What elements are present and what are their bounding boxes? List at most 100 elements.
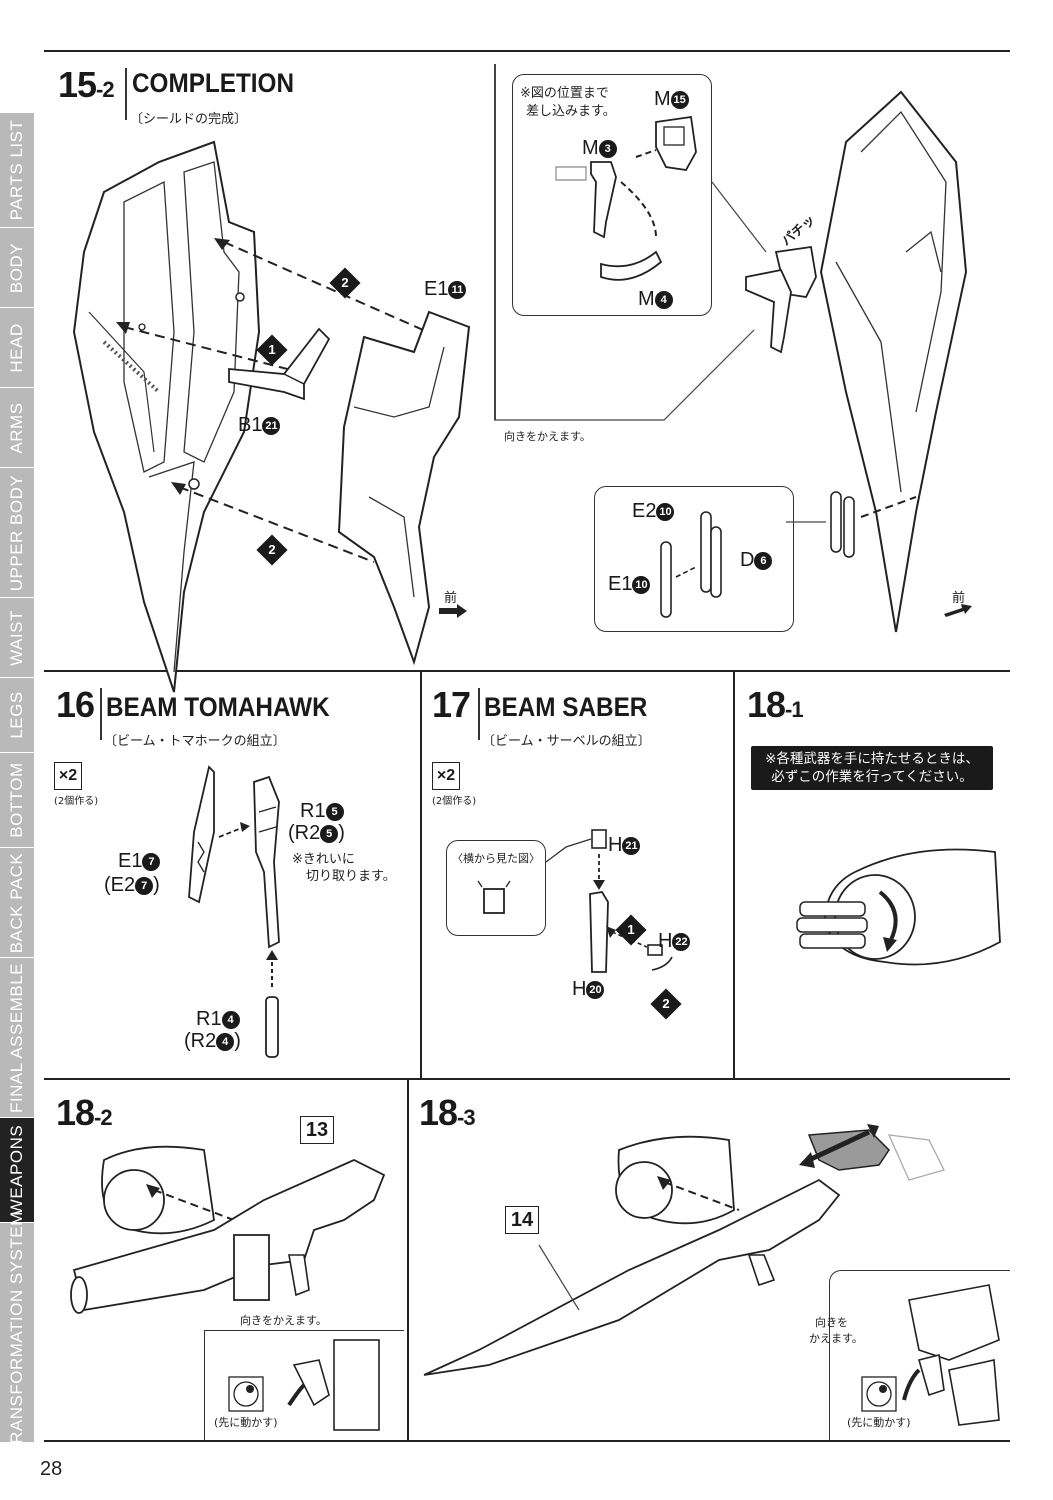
- front-arrow-icon: [439, 604, 467, 618]
- tomahawk-illustration: [188, 765, 280, 1058]
- tab-waist[interactable]: WAIST: [0, 598, 34, 678]
- inset-callout-line: [545, 838, 592, 863]
- turn-note-line1: 向きを: [815, 1316, 848, 1329]
- cylinder-assembled-illustration: [786, 491, 917, 558]
- title-separator: [100, 688, 102, 740]
- move-first-note: (先に動かす): [214, 1416, 278, 1429]
- step-badge-1: 1: [256, 334, 288, 366]
- tab-upper-body[interactable]: UPPER BODY: [0, 468, 34, 598]
- step-number: 18-3: [419, 1092, 476, 1133]
- step-number: 15-2: [58, 64, 115, 105]
- tab-transformation-system[interactable]: TRANSFORMATION SYSTEM: [0, 1211, 34, 1454]
- title-separator: [125, 68, 127, 120]
- step-17-panel: 17 BEAM SABER 〔ビーム・サーベルの組立〕 ×2 (2個作る) 〈横…: [422, 672, 733, 1078]
- grip-detail-illustration: [287, 1339, 380, 1431]
- weapon-number-box: 14: [505, 1206, 539, 1234]
- step-title: BEAM SABER: [484, 692, 648, 722]
- make-two-note: (2個作る): [432, 796, 477, 807]
- page-number: 28: [40, 1458, 63, 1480]
- cut-note-line1: ※きれいに: [292, 852, 355, 867]
- section-tab-bar: PARTS LIST BODY HEAD ARMS UPPER BODY WAI…: [0, 113, 34, 1454]
- turn-indicator-icon: [228, 1376, 264, 1412]
- turn-indicator-icon: [861, 1376, 897, 1412]
- front-direction-label-right: 前: [952, 591, 966, 606]
- tab-arms[interactable]: ARMS: [0, 388, 34, 468]
- rifle-illustration: [70, 1145, 386, 1314]
- step-badge-2: 2: [650, 988, 682, 1020]
- step-18-1-panel: 18-1 ※各種武器を手に持たせるときは、 必ずこの作業を行ってください。: [735, 672, 1010, 1078]
- step-badge-2-bottom: 2: [256, 534, 288, 566]
- tab-final-assemble[interactable]: FINAL ASSEMBLE: [0, 958, 34, 1118]
- col-rule-top: [494, 64, 496, 420]
- step-subtitle: 〔シールドの完成〕: [130, 112, 248, 127]
- turn-direction-note: 向きをかえます。: [504, 430, 591, 443]
- weapon-number-box: 13: [300, 1116, 334, 1144]
- make-two-note: (2個作る): [54, 796, 99, 807]
- step-number: 18-2: [56, 1092, 113, 1133]
- row-rule-1: [44, 670, 1010, 672]
- col-rule-18-2-18-3: [407, 1078, 409, 1440]
- step-subtitle: 〔ビーム・トマホークの組立〕: [104, 734, 286, 749]
- side-view-label: 〈横から見た図〉: [452, 852, 540, 865]
- tab-legs[interactable]: LEGS: [0, 678, 34, 753]
- b1-part-illustration: [228, 327, 331, 401]
- quantity-badge: ×2: [54, 762, 82, 790]
- grip-detail-illustration: [902, 1284, 1000, 1426]
- tab-back-pack[interactable]: BACK PACK: [0, 848, 34, 958]
- assembly-guide-lines: [116, 238, 440, 563]
- turn-note-line2: かえます。: [809, 1332, 863, 1345]
- title-separator: [478, 688, 480, 740]
- step-badge-2-top: 2: [329, 267, 361, 299]
- front-arrow-icon-right: [944, 604, 972, 617]
- e1-armor-illustration: [337, 310, 471, 666]
- m-parts-illustration: [555, 115, 697, 281]
- shield-body-illustration: [72, 140, 261, 693]
- col-rule-16-17: [420, 670, 422, 1078]
- beam-saber-illustration: [589, 829, 673, 973]
- cut-note-line2: 切り取ります。: [306, 869, 396, 884]
- tab-parts-list[interactable]: PARTS LIST: [0, 113, 34, 228]
- side-view-illustration: [477, 880, 511, 914]
- tab-weapons[interactable]: WEAPONS: [0, 1118, 34, 1223]
- step-subtitle: 〔ビーム・サーベルの組立〕: [482, 734, 651, 749]
- step-number: 17: [432, 684, 471, 725]
- move-first-note: (先に動かす): [847, 1416, 911, 1429]
- hand-socket-illustration: [796, 848, 1001, 966]
- turn-leader-line: [494, 329, 755, 421]
- row-rule-2: [44, 1078, 1010, 1080]
- bottom-rule: [44, 1440, 1010, 1442]
- tab-head[interactable]: HEAD: [0, 308, 34, 388]
- step-16-panel: 16 BEAM TOMAHAWK 〔ビーム・トマホークの組立〕 ×2 (2個作る…: [44, 672, 420, 1078]
- shield-side-illustration: [819, 90, 968, 633]
- top-rule: [44, 50, 1010, 52]
- cylinder-parts-illustration: [660, 511, 722, 618]
- long-rifle-illustration: [423, 1124, 945, 1376]
- step-number: 18-1: [747, 684, 804, 725]
- tab-body[interactable]: BODY: [0, 228, 34, 308]
- step-badge-1: 1: [615, 914, 647, 946]
- tab-bottom[interactable]: BOTTOM: [0, 753, 34, 848]
- step-number: 16: [56, 684, 95, 725]
- side-view-inset: [446, 840, 546, 936]
- step-18-2-panel: 18-2 13 向きをかえます。 (先に動かす): [44, 1080, 407, 1440]
- inset-note-line2: 差し込みます。: [526, 104, 616, 119]
- col-rule-17-18: [733, 670, 735, 1078]
- snap-assembly-illustration: [745, 245, 817, 354]
